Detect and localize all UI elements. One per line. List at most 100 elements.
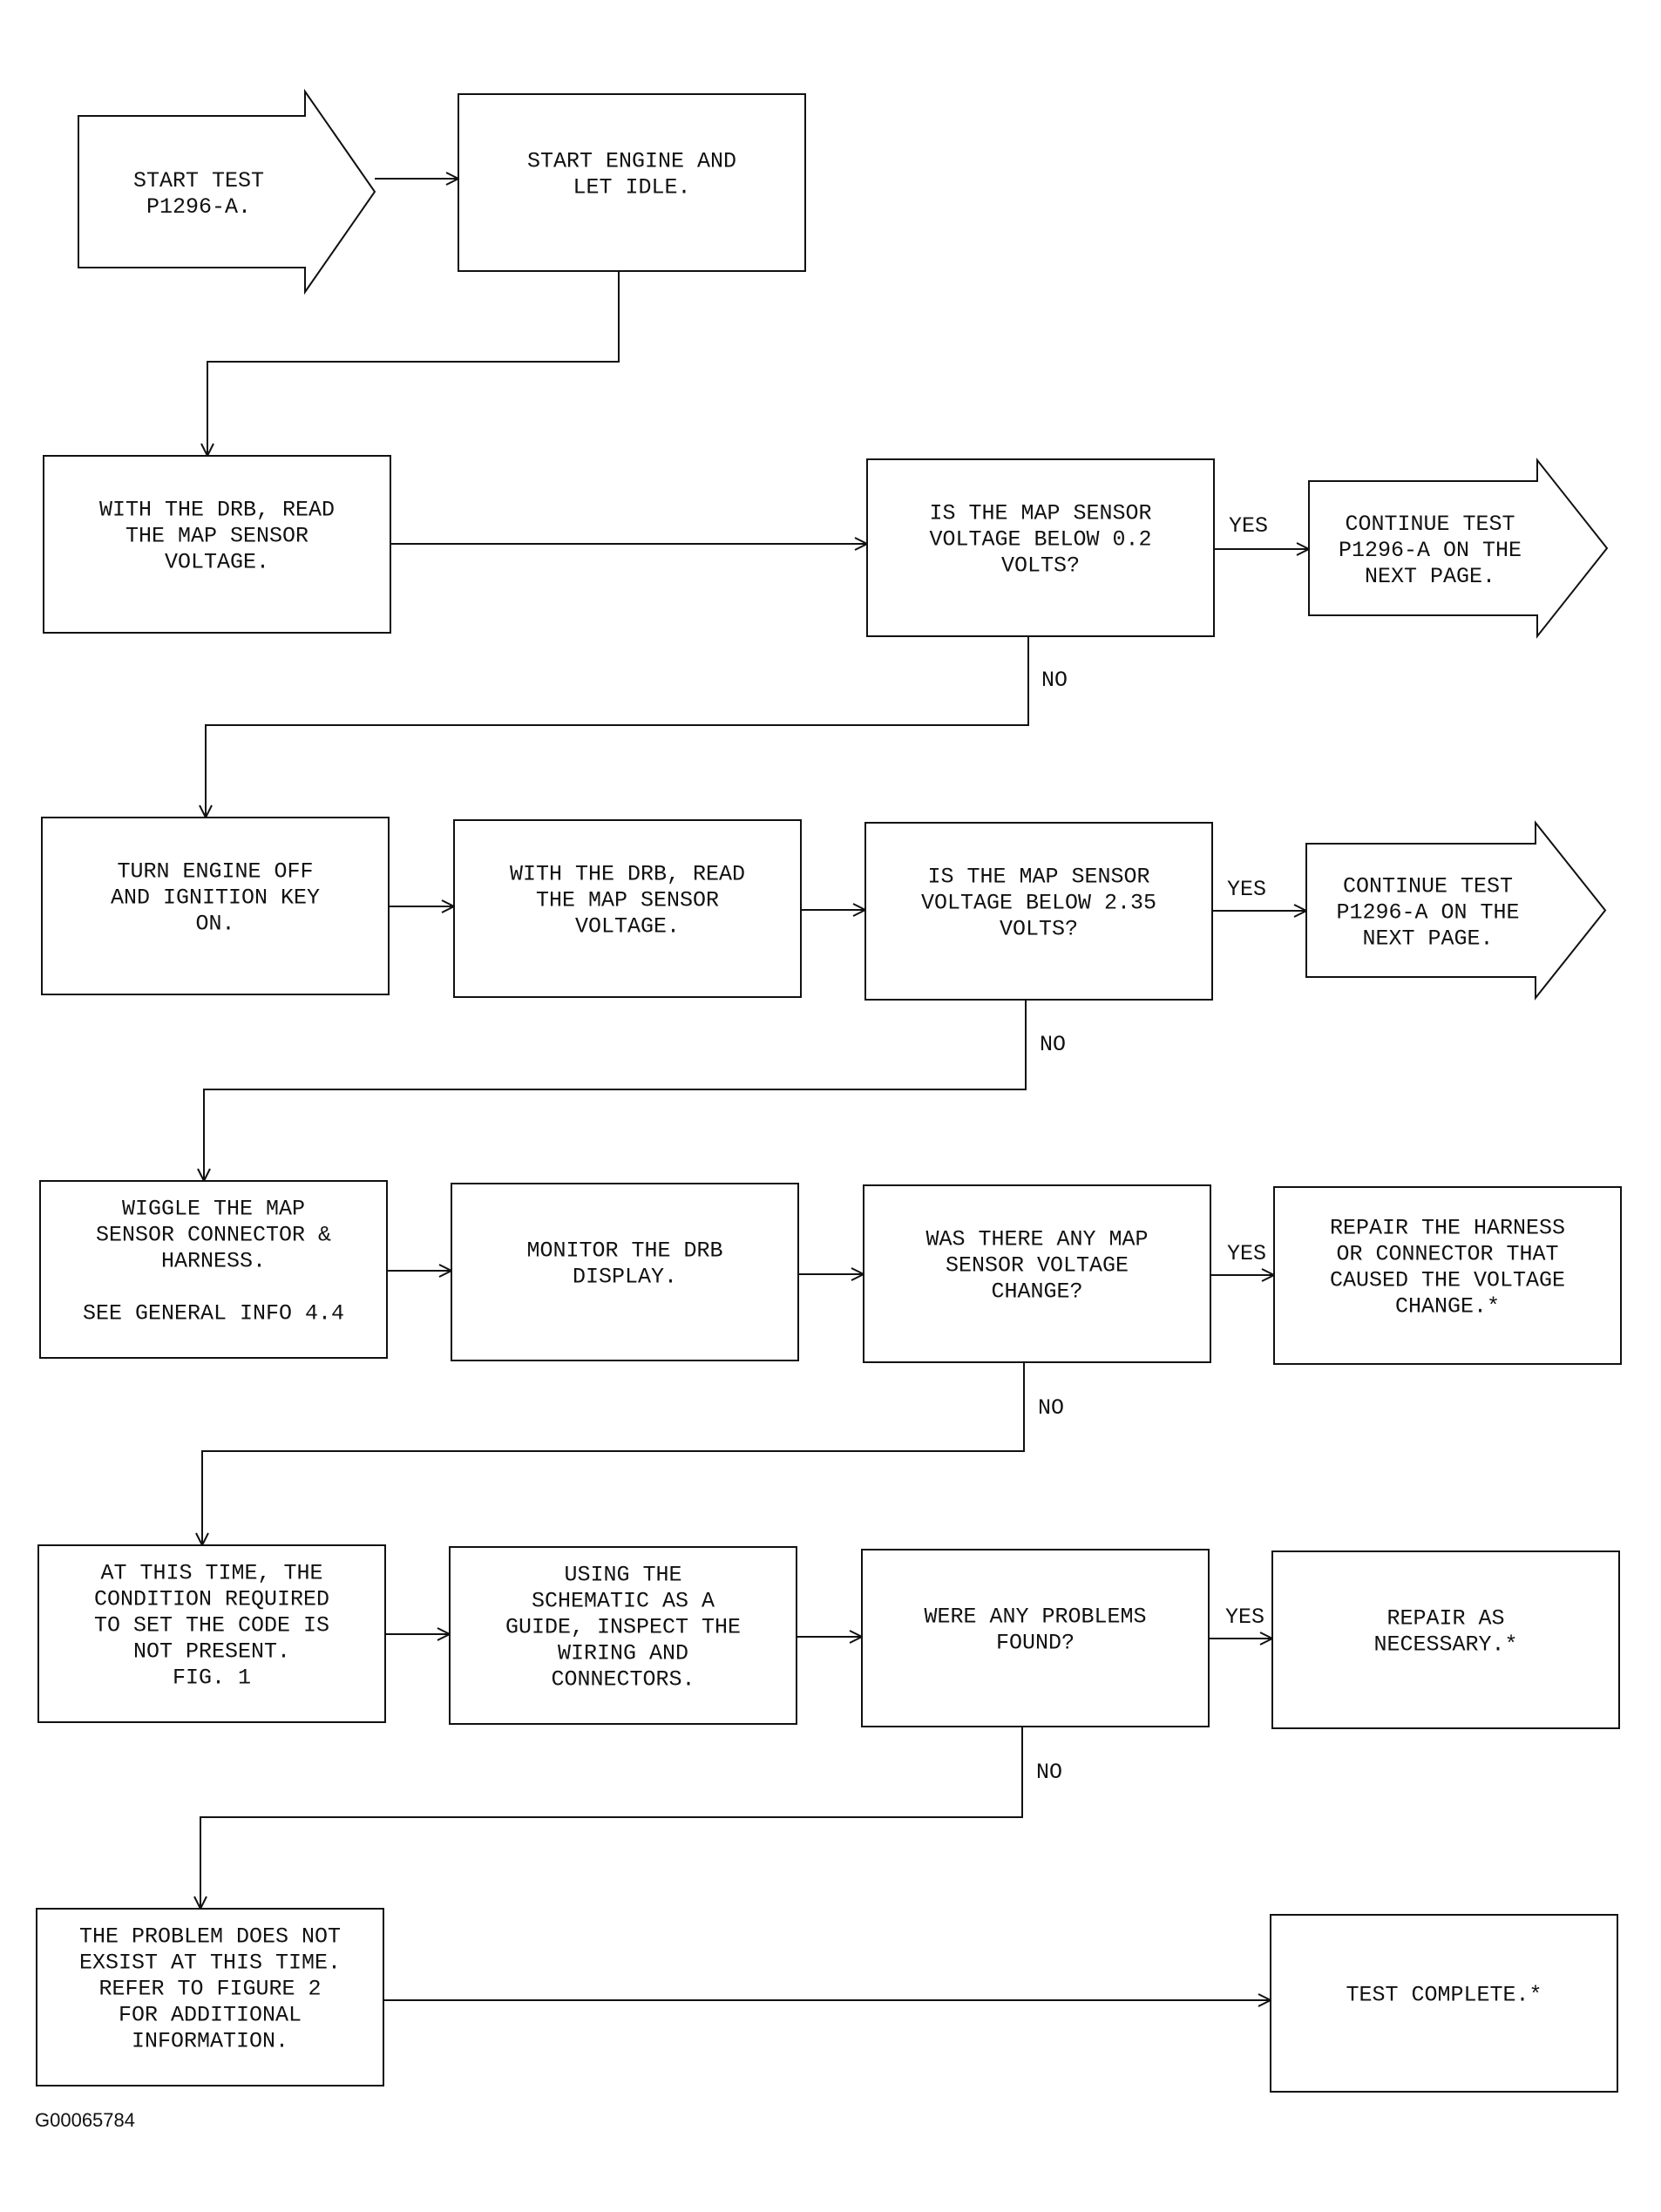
node-inspect [449, 1546, 797, 1725]
node-q-change [863, 1184, 1211, 1363]
node-text-line: EXSIST AT THIS TIME. [79, 1951, 341, 1976]
edge-q2-no-to-wiggle [204, 1000, 1027, 1181]
node-text-line: WERE ANY PROBLEMS [924, 1605, 1146, 1630]
process-box-shape [451, 1183, 799, 1361]
arrow-box-shape [78, 88, 376, 295]
flowchart-connectors [200, 179, 1309, 2000]
node-complete [1270, 1914, 1618, 2093]
process-box-shape [861, 1549, 1210, 1727]
node-text-line: NOT PRESENT. [133, 1639, 290, 1665]
node-text-line: CONDITION REQUIRED [94, 1587, 329, 1612]
process-box-shape [449, 1546, 797, 1725]
node-text-line: CONTINUE TEST [1345, 512, 1515, 537]
node-text-line: IS THE MAP SENSOR [927, 865, 1149, 890]
node-text-line: CONNECTORS. [551, 1667, 695, 1693]
node-text-line: FOR ADDITIONAL [119, 2003, 302, 2028]
node-text-line: WITH THE DRB, READ [510, 862, 745, 887]
arrow-box-shape [1308, 458, 1609, 639]
node-text-line: VOLTAGE BELOW 0.2 [929, 527, 1151, 553]
node-text-line: FIG. 1 [173, 1666, 251, 1691]
node-text-line: TEST COMPLETE.* [1346, 1983, 1542, 2008]
node-text-line: HARNESS. [161, 1249, 266, 1274]
node-text-line: SCHEMATIC AS A [532, 1589, 715, 1614]
node-text-line: P1296-A. [146, 194, 251, 220]
node-start [78, 88, 376, 295]
edge-q3-no-to-notpresent [202, 1362, 1025, 1545]
edge-engine-to-read1 [207, 271, 620, 456]
node-text-line: NEXT PAGE. [1365, 564, 1495, 589]
node-continue-2 [1305, 820, 1607, 1001]
node-text-complete: TEST COMPLETE.* [1346, 1983, 1542, 2008]
node-text-line: OR CONNECTOR THAT [1336, 1242, 1558, 1267]
process-box-shape [1270, 1914, 1618, 2093]
process-box-shape [863, 1184, 1211, 1363]
node-text-line: INFORMATION. [132, 2029, 288, 2054]
node-read-map-1 [43, 455, 391, 634]
edge-q1-no-to-keyon [206, 636, 1029, 818]
node-q-below-02 [866, 458, 1215, 637]
node-text-line: START ENGINE AND [527, 149, 736, 174]
node-text-line: THE MAP SENSOR [536, 888, 719, 913]
node-read-map-2 [453, 819, 802, 998]
node-text-line: AND IGNITION KEY [111, 885, 320, 911]
node-text-line: VOLTAGE. [575, 914, 680, 940]
node-text-line: P1296-A ON THE [1336, 900, 1519, 926]
node-text-line: CONTINUE TEST [1343, 874, 1513, 899]
yes-label-q2: YES [1227, 877, 1266, 902]
node-text-line: CHANGE.* [1395, 1294, 1500, 1320]
process-box-shape [458, 93, 806, 272]
node-text-line: WITH THE DRB, READ [99, 498, 335, 523]
node-text-line: REPAIR AS [1386, 1606, 1504, 1632]
process-box-shape [1273, 1186, 1622, 1365]
node-text-line: NECESSARY.* [1373, 1632, 1517, 1658]
node-text-line: ON. [195, 912, 234, 937]
node-wiggle [39, 1180, 388, 1359]
yes-label-q3: YES [1227, 1241, 1266, 1266]
node-text-line: LET IDLE. [573, 175, 690, 200]
node-text-line: THE MAP SENSOR [125, 524, 308, 549]
figure-id: G00065784 [35, 2109, 135, 2131]
node-text-line: VOLTS? [1000, 917, 1078, 942]
node-text-line: THE PROBLEM DOES NOT [79, 1924, 341, 1950]
node-text-line: NEXT PAGE. [1362, 926, 1493, 952]
node-text-line: P1296-A ON THE [1339, 538, 1522, 563]
node-start-engine [458, 93, 806, 272]
node-monitor [451, 1183, 799, 1361]
node-text-line: DISPLAY. [573, 1265, 677, 1290]
process-box-shape [1271, 1550, 1620, 1729]
node-text-line: WIRING AND [558, 1641, 688, 1666]
no-label-q3: NO [1038, 1395, 1064, 1421]
no-label-q1: NO [1041, 668, 1068, 693]
flowchart-shapes [36, 88, 1622, 2093]
node-continue-1 [1308, 458, 1609, 639]
node-text-line: SENSOR CONNECTOR & [96, 1223, 331, 1248]
node-text-line: WAS THERE ANY MAP [925, 1227, 1148, 1252]
node-text-line: REPAIR THE HARNESS [1330, 1216, 1565, 1241]
yes-label-q1: YES [1229, 513, 1268, 539]
node-text-line: SENSOR VOLTAGE [946, 1253, 1129, 1279]
node-text-line: CHANGE? [991, 1279, 1082, 1305]
process-box-shape [37, 1544, 386, 1723]
node-text-line: USING THE [564, 1563, 681, 1588]
no-label-q4: NO [1036, 1760, 1062, 1785]
process-box-shape [39, 1180, 388, 1359]
yes-label-q4: YES [1225, 1605, 1264, 1630]
node-text-line: AT THIS TIME, THE [100, 1561, 322, 1586]
node-text-line: IS THE MAP SENSOR [929, 501, 1151, 526]
node-text-line: GUIDE, INSPECT THE [505, 1615, 741, 1640]
edge-q4-no-to-notexist [200, 1727, 1023, 1909]
arrow-box-shape [1305, 820, 1607, 1001]
